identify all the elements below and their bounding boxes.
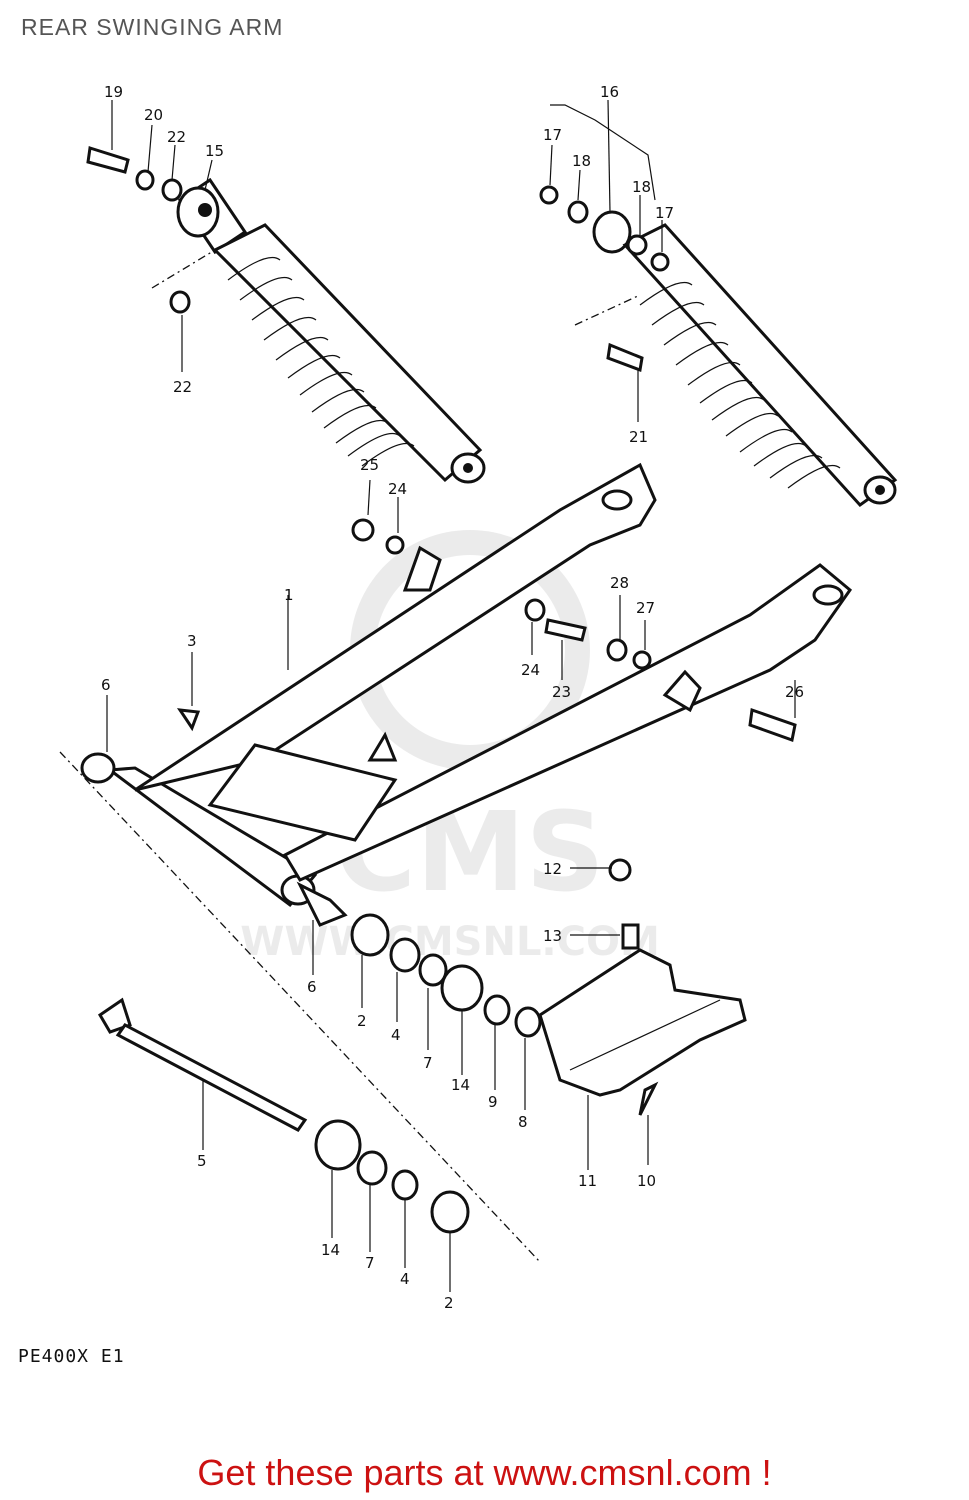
callout-11: 11 [578,1172,597,1190]
callout-14: 14 [451,1076,470,1094]
exploded-parts-diagram: CMS WWW.CMSNL.COM [59,83,898,1312]
callout-5: 5 [197,1152,207,1170]
callout-24: 24 [388,480,407,498]
callout-labels: 19 20 22 15 22 16 17 18 18 17 21 25 24 1… [101,83,804,1312]
callout-27: 27 [636,599,655,617]
right-shock-absorber [592,210,898,507]
swinging-arm-frame [80,462,853,927]
callout-17: 17 [655,204,674,222]
callout-18: 18 [632,178,651,196]
callout-17: 17 [543,126,562,144]
callout-22: 22 [173,378,192,396]
pivot-bolt [97,997,308,1132]
callout-12: 12 [543,860,562,878]
callout-26: 26 [785,683,804,701]
chain-case [538,948,747,1116]
diagram-title: REAR SWINGING ARM [21,14,284,40]
model-code: PE400X E1 [18,1346,125,1367]
callout-1: 1 [284,586,294,604]
leader-lines [106,99,796,1292]
callout-13: 13 [543,927,562,945]
callout-3: 3 [187,632,197,650]
callout-2: 2 [357,1012,367,1030]
callout-7: 7 [423,1054,433,1072]
callout-25: 25 [360,456,379,474]
callout-10: 10 [637,1172,656,1190]
callout-4: 4 [400,1270,410,1288]
assembly-lines [59,249,641,1263]
callout-7: 7 [365,1254,375,1272]
callout-24: 24 [521,661,540,679]
callout-14: 14 [321,1241,340,1259]
callout-6: 6 [101,676,111,694]
callout-23: 23 [552,683,571,701]
shock-hardware [86,146,670,373]
callout-16: 16 [600,83,619,101]
callout-22: 22 [167,128,186,146]
callout-21: 21 [629,428,648,446]
watermark-url-text: WWW.CMSNL.COM [240,919,660,965]
callout-8: 8 [518,1113,528,1131]
callout-4: 4 [391,1026,401,1044]
callout-20: 20 [144,106,163,124]
callout-9: 9 [488,1093,498,1111]
callout-19: 19 [104,83,123,101]
pivot-hardware-left [314,1119,470,1234]
callout-15: 15 [205,142,224,160]
callout-28: 28 [610,574,629,592]
callout-18: 18 [572,152,591,170]
pivot-hardware-right [176,518,797,1038]
left-shock-absorber [176,177,486,484]
promo-link[interactable]: Get these parts at www.cmsnl.com ! [197,1452,772,1493]
callout-2: 2 [444,1294,454,1312]
callout-6: 6 [307,978,317,996]
